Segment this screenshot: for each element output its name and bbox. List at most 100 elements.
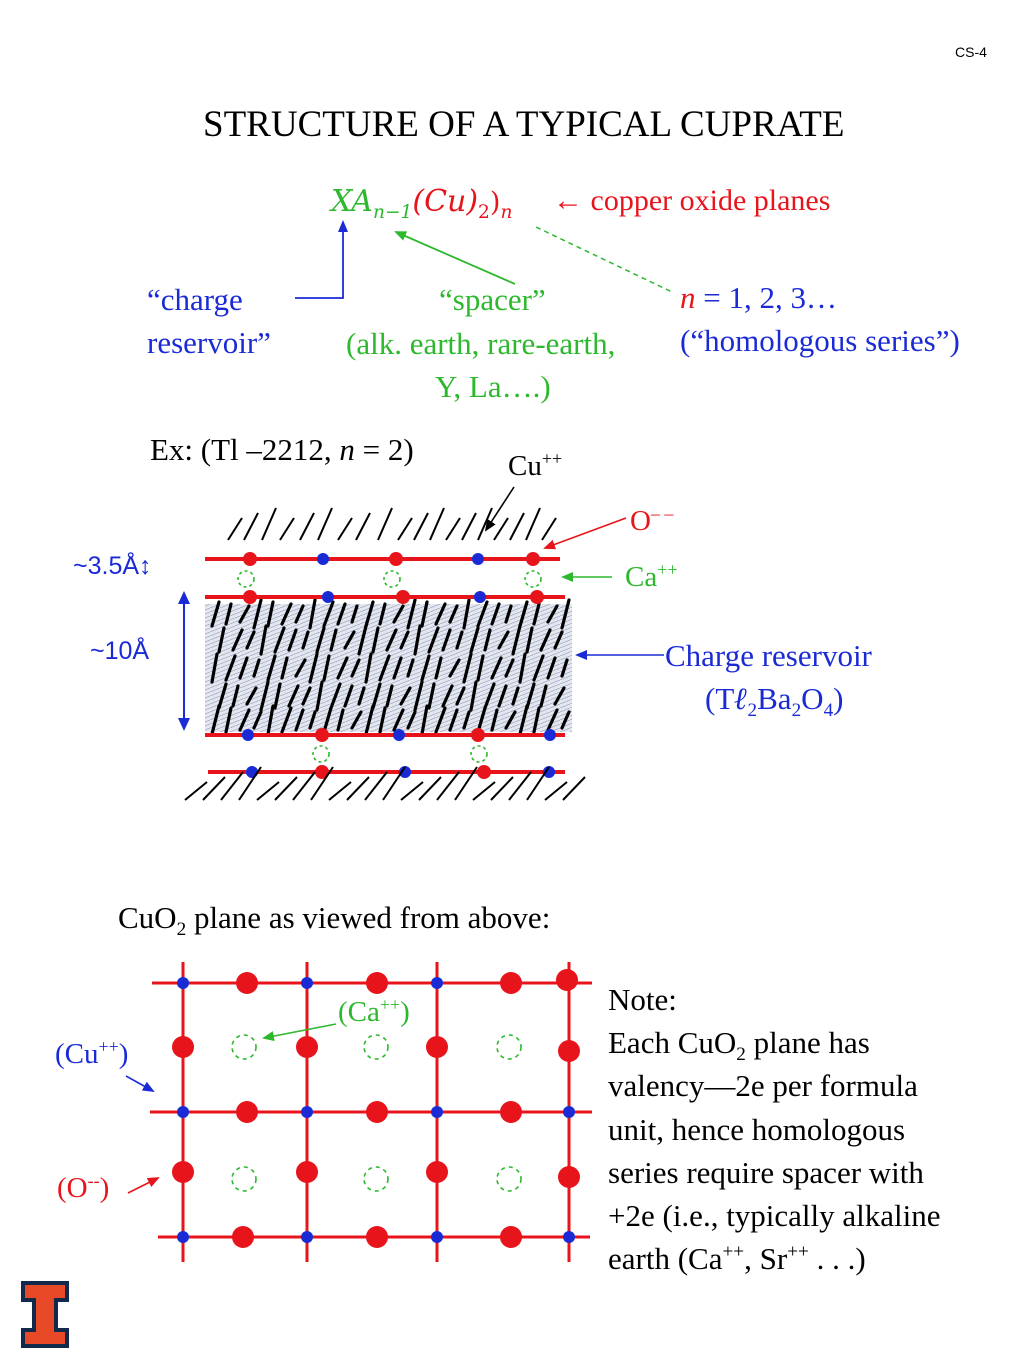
reservoir-stroke	[336, 656, 349, 680]
n-variable: n	[680, 280, 696, 315]
ca-site	[470, 745, 488, 763]
note-line-7-sup-2: ++	[787, 1241, 809, 1263]
plane-cu-atom	[431, 977, 443, 989]
hatch-line	[544, 781, 568, 801]
plane-o-charge: --	[87, 1170, 100, 1191]
ca-site	[383, 570, 401, 588]
reservoir-stroke	[378, 706, 387, 734]
reservoir-stroke	[413, 624, 422, 656]
reservoir-stroke	[210, 704, 221, 736]
note-line-7b: , Sr	[744, 1241, 788, 1277]
hatch-line	[490, 776, 514, 801]
hatch-line	[397, 517, 413, 541]
hatch-line	[299, 512, 315, 541]
reservoir-stroke	[476, 706, 487, 734]
plane-ca-site	[231, 1034, 257, 1060]
reservoir-stroke	[301, 686, 312, 706]
reservoir-stroke	[441, 684, 454, 708]
reservoir-stroke	[371, 682, 382, 710]
o-atom	[396, 590, 410, 604]
reservoir-stroke	[511, 686, 520, 706]
reservoir-stroke	[483, 628, 492, 652]
reservoir-stroke	[504, 710, 517, 730]
block-i-logo	[21, 1281, 69, 1348]
plane-o-atom	[366, 1226, 388, 1248]
plane-cu-atom	[431, 1231, 443, 1243]
ca-site	[237, 570, 255, 588]
reservoir-stroke	[497, 630, 510, 650]
cu-atom	[544, 729, 556, 741]
note-line-7a: earth (Ca	[608, 1241, 723, 1277]
plane-cu-atom	[301, 977, 313, 989]
plane-o-atom	[232, 1226, 254, 1248]
plane-ca-site	[231, 1166, 257, 1192]
reservoir-stroke	[385, 684, 394, 708]
o-atom	[389, 552, 403, 566]
reservoir-stroke	[392, 656, 403, 680]
o-atom	[477, 765, 491, 779]
reservoir-stroke	[322, 600, 335, 628]
note-line-5: series require spacer with	[608, 1154, 924, 1190]
plane-o-atom	[500, 1226, 522, 1248]
note-line-2a: Each CuO	[608, 1025, 737, 1061]
n-values: = 1, 2, 3…	[695, 280, 837, 315]
plane-cu-atom	[177, 1231, 189, 1243]
reservoir-stroke	[553, 686, 566, 706]
plane-o-close: )	[99, 1172, 110, 1204]
hatch-line	[541, 517, 557, 541]
plane-o-atom	[500, 1101, 522, 1123]
reservoir-stroke	[434, 602, 447, 626]
reservoir-stroke	[448, 708, 459, 732]
reservoir-stroke	[525, 626, 534, 654]
plane-cu-label: (Cu++)	[55, 1037, 128, 1071]
reservoir-stroke	[210, 652, 219, 684]
reservoir-stroke	[476, 654, 485, 682]
cu-ion-arrow	[484, 486, 515, 532]
reservoir-stroke	[518, 600, 529, 628]
hatch-line	[377, 507, 393, 541]
plane-ca-sites	[231, 1034, 522, 1192]
note-line-2b: plane has	[745, 1025, 870, 1061]
reservoir-stroke	[217, 682, 228, 710]
reservoir-stroke	[294, 604, 305, 624]
hatch-line	[382, 766, 406, 801]
ca-site	[524, 570, 542, 588]
reservoir-stroke	[336, 602, 347, 626]
reservoir-stroke	[259, 680, 270, 712]
reservoir-stroke	[245, 686, 258, 706]
cu-ion-charge: ++	[541, 448, 563, 469]
reservoir-stroke	[483, 682, 496, 710]
hatch-line	[364, 771, 388, 801]
reservoir-stroke	[392, 708, 405, 732]
n-subscript-dashed-line	[535, 226, 673, 293]
reservoir-stroke	[553, 630, 564, 650]
hatch-line	[400, 781, 424, 801]
reservoir-stroke	[406, 658, 415, 678]
reservoir-stroke	[462, 710, 471, 730]
spacer-arrow	[394, 231, 516, 285]
charge-reservoir-label-2: reservoir”	[147, 325, 271, 360]
reservoir-stroke	[560, 598, 571, 630]
hatch-line	[202, 776, 226, 801]
reservoir-stroke	[252, 658, 261, 678]
reservoir-stroke	[497, 684, 508, 708]
formula-x: X	[331, 184, 352, 219]
hatch-line	[310, 766, 334, 801]
reservoir-stroke	[455, 686, 466, 706]
example-prefix: Ex: (Tl –2212,	[150, 432, 340, 467]
reservoir-stroke	[455, 630, 464, 650]
reservoir-stroke	[329, 628, 338, 652]
reservoir-stroke	[238, 604, 251, 624]
reservoir-stroke	[231, 684, 240, 708]
top-hatch-lines	[227, 507, 557, 541]
hatch-line	[279, 517, 295, 541]
plane-heading-sub: 2	[176, 919, 187, 941]
plane-cu-atom	[301, 1106, 313, 1118]
plane-o-arrow	[127, 1177, 160, 1194]
hatch-line	[445, 517, 461, 541]
hatch-line	[238, 766, 262, 801]
cu-atom	[317, 553, 329, 565]
plane-o-atom	[366, 1101, 388, 1123]
n-values-label: n = 1, 2, 3…	[680, 280, 837, 316]
